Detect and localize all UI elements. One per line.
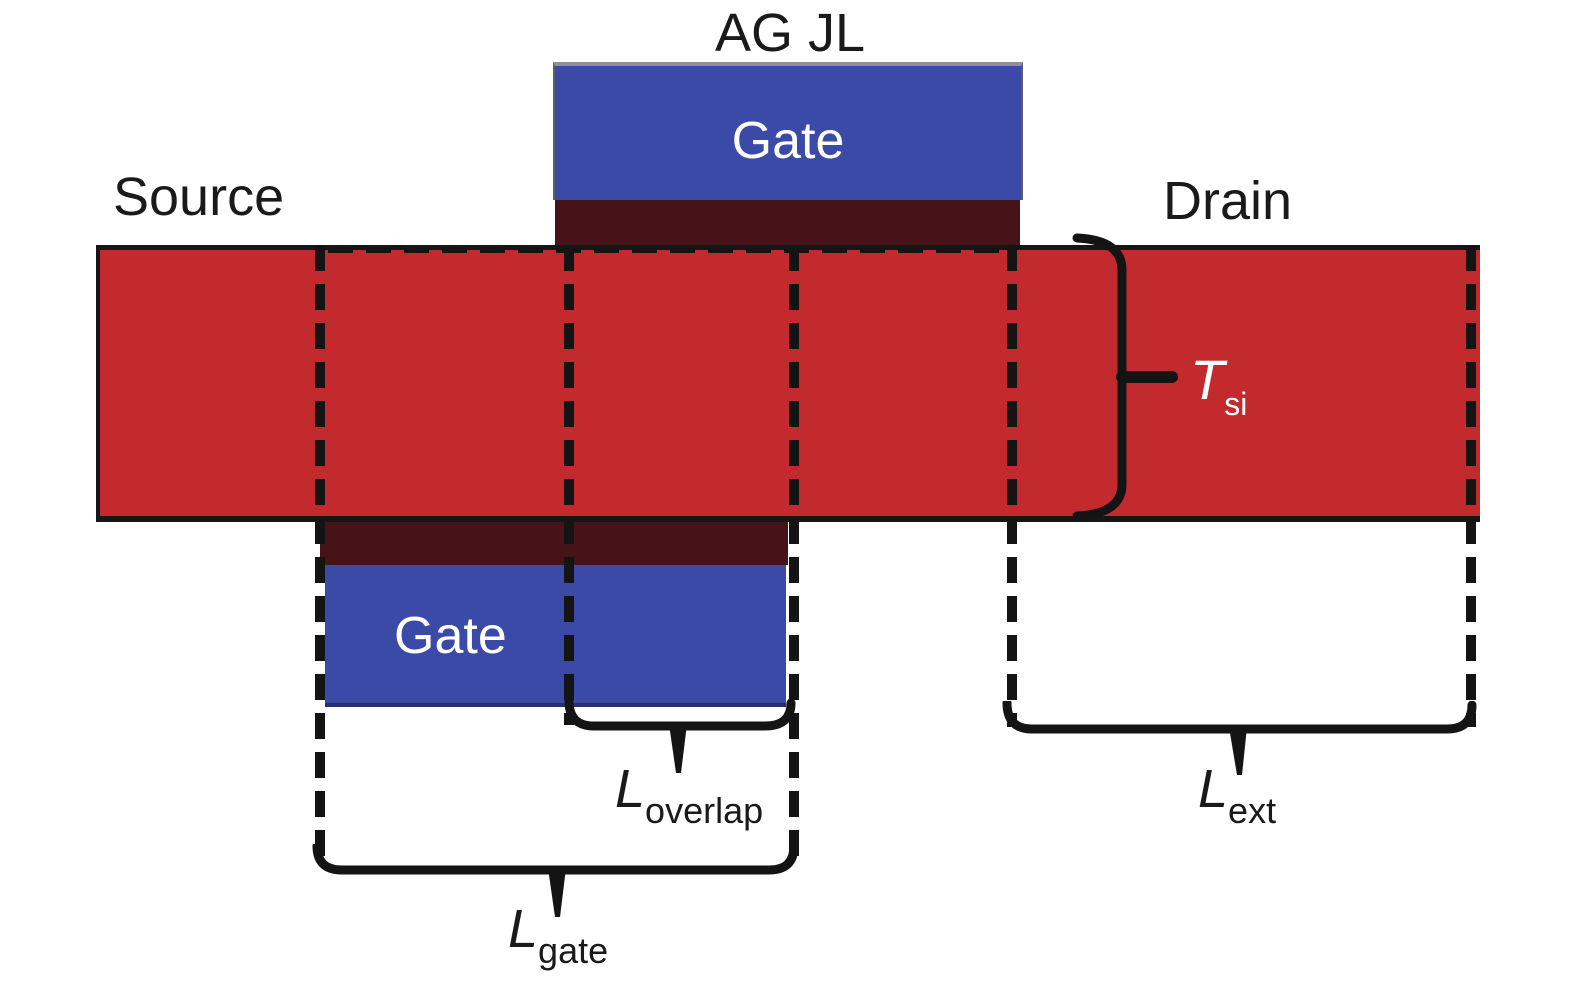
boundary-dash-ext-right (1466, 245, 1476, 727)
boundary-dash-gate-right (789, 245, 799, 867)
lext-bracket (1002, 701, 1477, 775)
figure-title: AG JL (714, 3, 866, 63)
lext-label: Lext (1198, 759, 1277, 831)
lgate-bracket (312, 844, 799, 917)
drain-label: Drain (1163, 171, 1293, 231)
loverlap-bracket (564, 699, 796, 773)
top-gate: Gate (553, 62, 1023, 200)
tsi-brace (1072, 233, 1178, 521)
loverlap-label: Loverlap (615, 759, 764, 831)
tsi-label: Tsi (1190, 348, 1248, 422)
top-gate-oxide (555, 200, 1020, 245)
source-label: Source (113, 167, 285, 227)
bottom-gate (325, 565, 786, 707)
oxide-interface-dash (328, 247, 1012, 253)
boundary-dash-overlap-left (564, 245, 574, 725)
bottom-gate-oxide (320, 522, 788, 565)
bottom-gate-label: Gate (394, 607, 507, 665)
top-gate-label: Gate (731, 112, 845, 170)
boundary-dash-gate-left (315, 245, 325, 858)
silicon-body (96, 245, 1480, 522)
lgate-label: Lgate (508, 899, 609, 971)
boundary-dash-ext-left (1007, 245, 1017, 727)
